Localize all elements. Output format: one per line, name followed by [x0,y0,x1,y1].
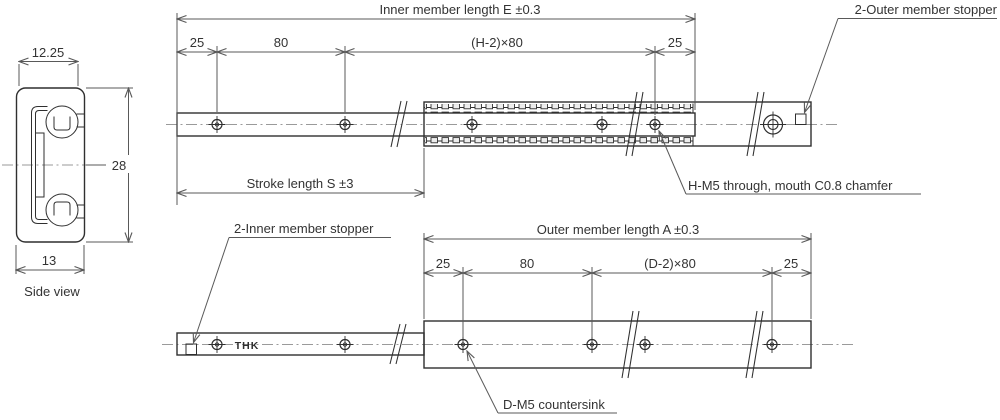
inner-member-view: Inner member length E ±0.3 25 80 (H-2)×8… [166,2,998,205]
leader-hm5-holes: H-M5 through, mouth C0.8 chamfer [659,131,921,195]
hm5-label: H-M5 through, mouth C0.8 chamfer [688,178,893,193]
side-ball-groove-top [53,116,71,131]
dim-outer-length-label: Outer member length A ±0.3 [537,222,700,237]
side-dim-height: 28 [86,88,133,242]
dim-first-pitch: 80 [274,35,288,50]
dim-stroke-label: Stroke length S ±3 [247,176,354,191]
dim-width-top-value: 12.25 [32,45,65,60]
side-ball-top [45,105,79,139]
dim-inner-member-length: Inner member length E ±0.3 [177,2,695,205]
dim-right-end: 25 [668,35,682,50]
side-ball-groove-bottom [53,201,71,216]
side-outer-member-lips [76,113,85,219]
leader-outer-stopper: 2-Outer member stopper [805,2,998,113]
break-symbols-top-view [390,91,765,157]
dim-stroke-length: Stroke length S ±3 [177,148,424,198]
dim-right-end: 25 [784,256,798,271]
side-view: 12.25 28 13 Side view [2,45,133,299]
side-inner-member-wall-outer [31,106,48,224]
dim-outer-member-length: Outer member length A ±0.3 [424,222,811,319]
outer-member-stopper-square [795,113,807,125]
dim-inner-member-pitches: 25 80 (H-2)×80 25 [177,35,695,115]
ball-retainer-strips [423,103,694,146]
leader-inner-stopper: 2-Inner member stopper [194,221,391,343]
dim-width-bottom-value: 13 [42,253,56,268]
side-dim-width-top: 12.25 [19,45,78,86]
inner-member-stopper-square [185,343,197,355]
side-view-caption: Side view [24,284,80,299]
thk-logo: THK [235,340,260,352]
inner-stopper-label: 2-Inner member stopper [234,221,374,236]
dim-mid-pitch: (D-2)×80 [644,256,696,271]
dim-height-value: 28 [112,158,126,173]
outer-member-body-top-view [423,101,812,147]
dim-outer-member-pitches: 25 80 (D-2)×80 25 [424,256,811,337]
side-inner-member-wall-inner [35,110,48,220]
side-ball-bottom [45,193,79,227]
outer-member-body [423,320,812,369]
dim-mid-pitch: (H-2)×80 [471,35,523,50]
outer-member-view: THK Outer member length A ±0.3 [162,221,853,414]
outer-stopper-label: 2-Outer member stopper [855,2,998,17]
dm5-label: D-M5 countersink [503,397,605,412]
side-inner-member-web [35,132,45,198]
break-symbols-bottom-view [389,310,764,379]
dim-inner-length-label: Inner member length E ±0.3 [379,2,540,17]
dim-first-pitch: 80 [520,256,534,271]
leader-dm5-countersink: D-M5 countersink [467,351,617,414]
dim-left-end: 25 [436,256,450,271]
dim-left-end: 25 [190,35,204,50]
side-outer-profile [15,87,86,243]
side-dim-width-bottom: 13 [16,245,84,274]
